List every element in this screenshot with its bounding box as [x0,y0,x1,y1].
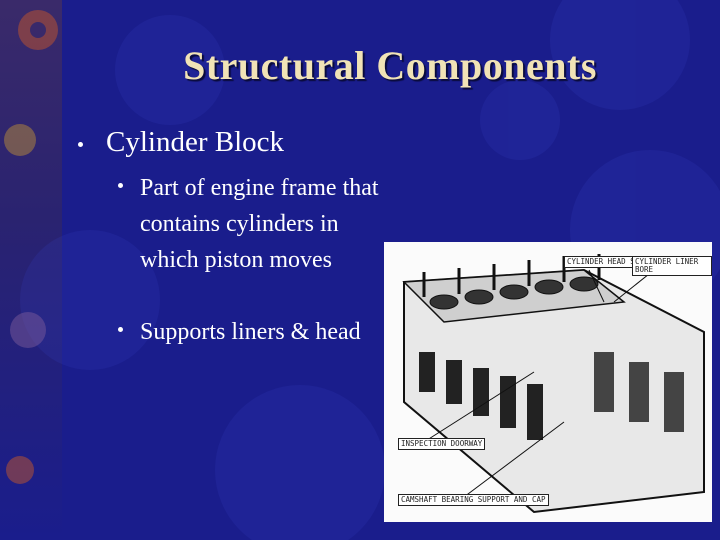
cylinder-block-illustration: CYLINDER HEAD STUD CYLINDER LINER BORE I… [384,242,712,522]
slide-title: Structural Components [183,43,597,88]
callout-inspection-doorway: INSPECTION DOORWAY [398,438,486,450]
sub-bullet-text: Supports liners & head [140,319,361,345]
sub-bullet-text: Part of engine frame that contains cylin… [140,175,379,273]
sub-bullet-2: Supports liners & head [118,314,380,350]
callout-camshaft-bearing: CAMSHAFT BEARING SUPPORT AND CAP [398,494,549,506]
bullet-dot [78,142,83,147]
engine-block-drawing [402,254,705,514]
callout-liner-bore: CYLINDER LINER BORE [632,256,712,276]
sub-bullet-1: Part of engine frame that contains cylin… [118,170,380,278]
sub-bullet-dot [118,327,123,332]
bullet-cylinder-block: Cylinder Block [78,126,284,159]
sub-bullet-dot [118,183,123,188]
left-decor-strip [0,0,62,540]
bullet-text: Cylinder Block [106,126,285,158]
